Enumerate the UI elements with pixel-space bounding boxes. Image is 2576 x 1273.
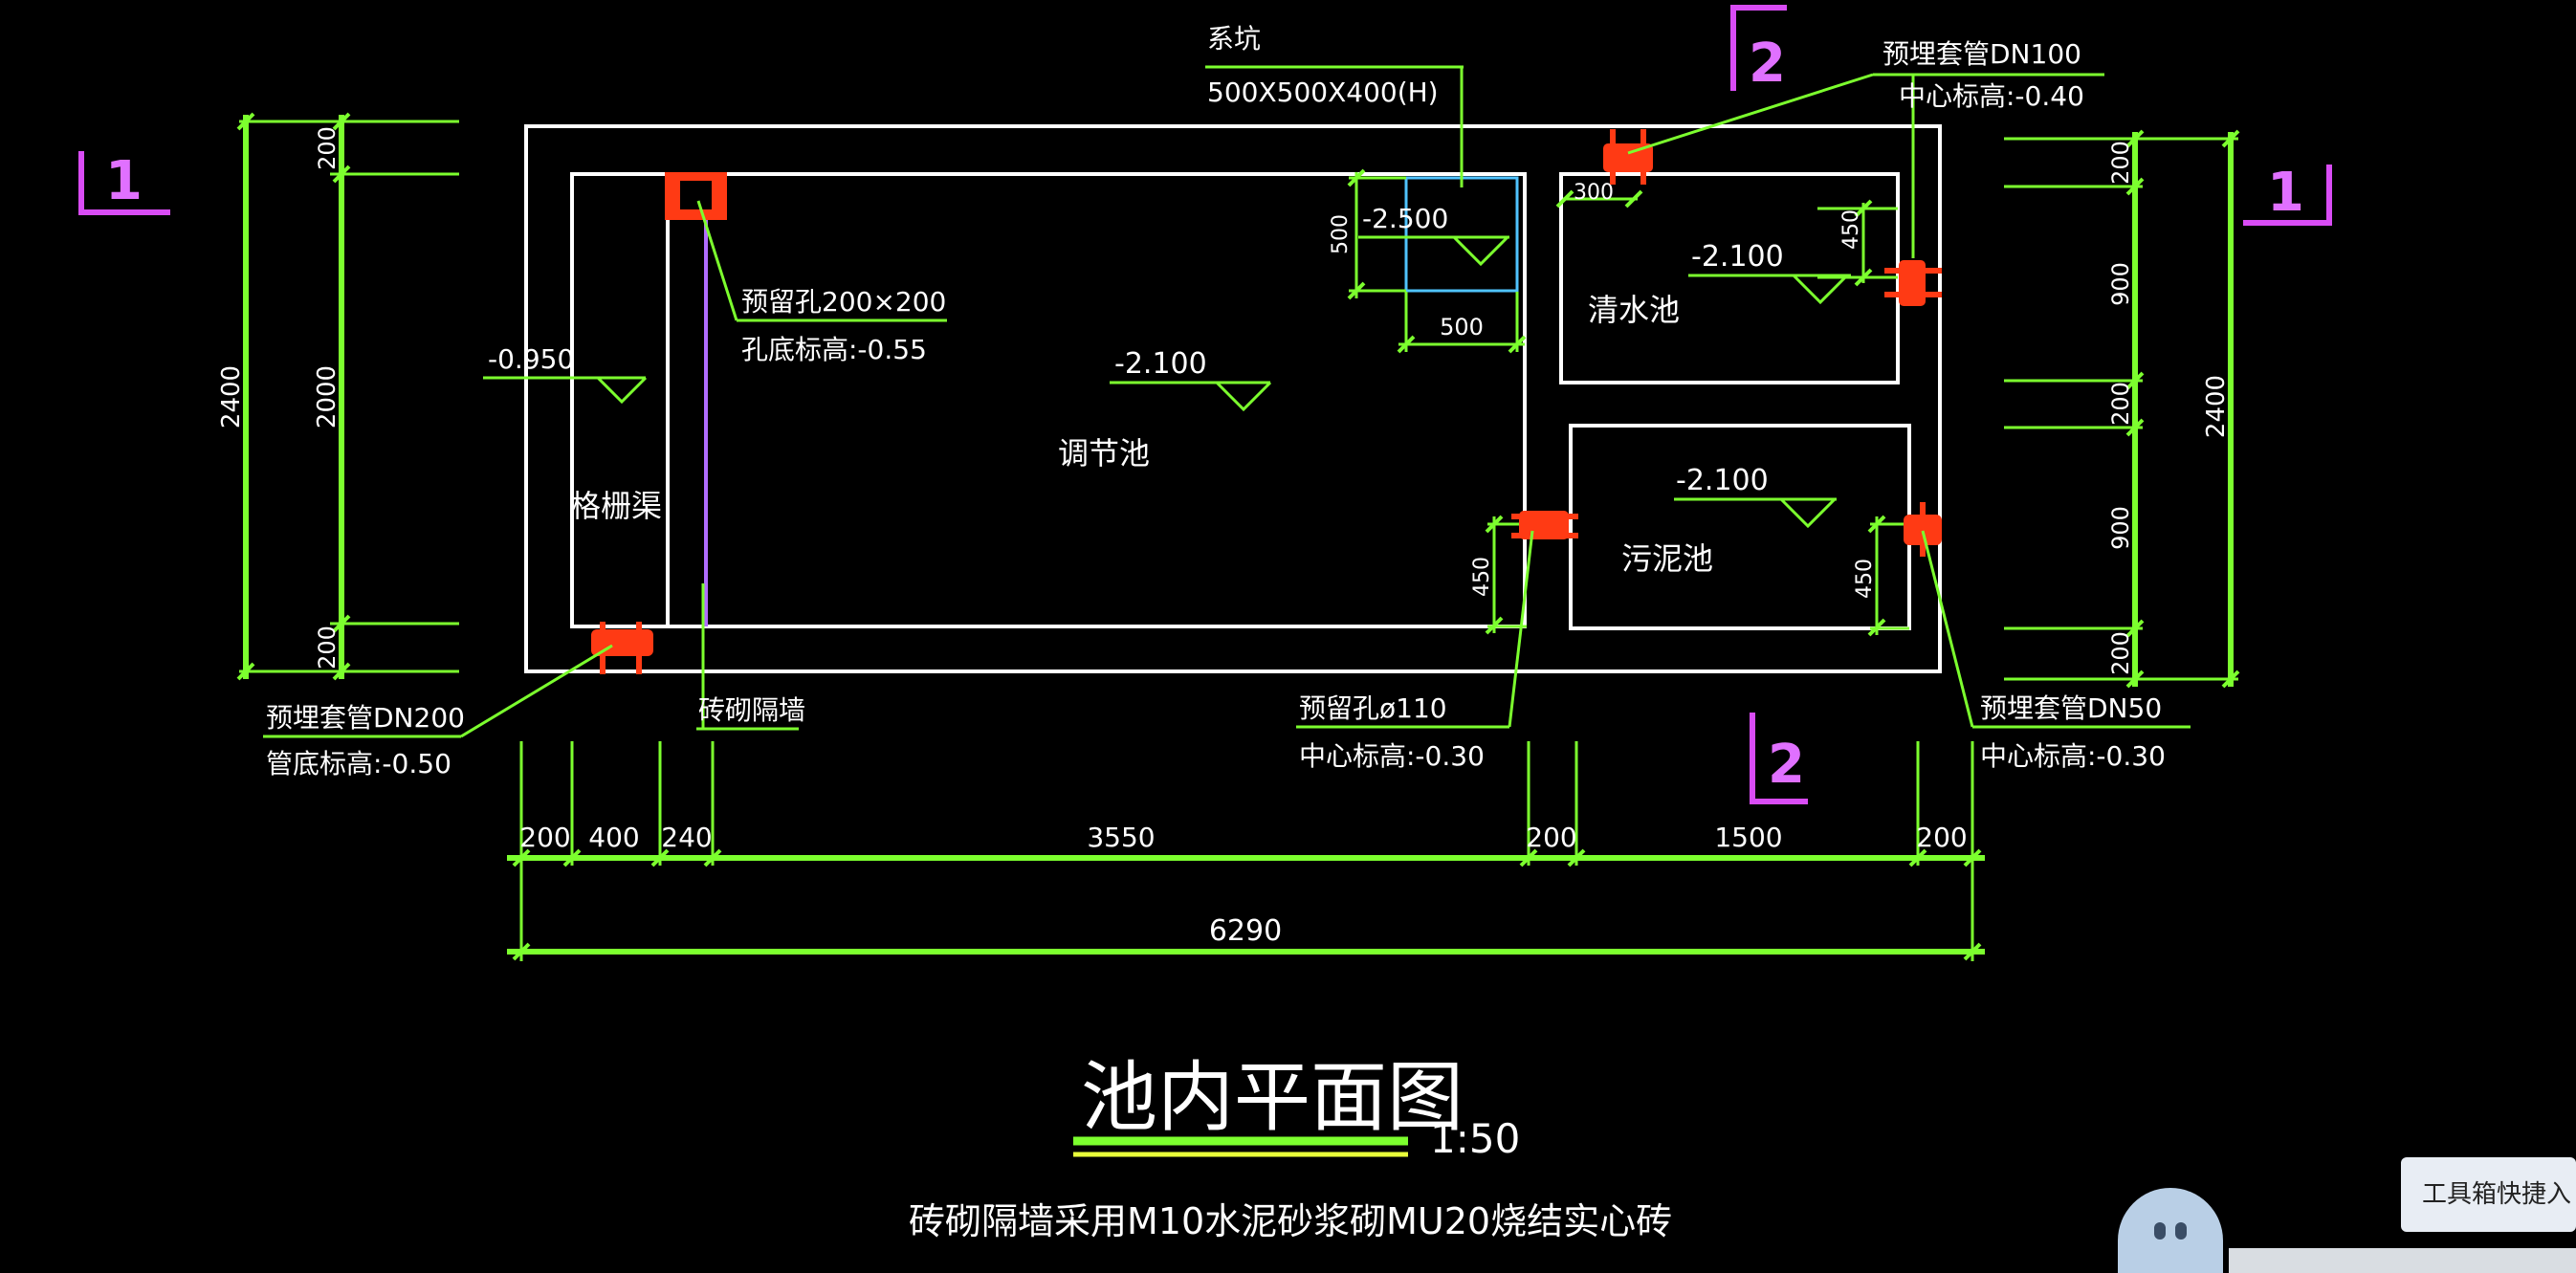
sump-pit [1404, 176, 1519, 293]
avatar-eye-left [2154, 1222, 2166, 1240]
avatar-eye-right [2175, 1222, 2187, 1240]
label-clear-water-tank: 清水池 [1588, 292, 1680, 328]
dim-right-200-c: 200 [2107, 631, 2134, 675]
dim-right-900-b: 900 [2107, 506, 2134, 550]
bottom-dimensions: 200 400 240 3550 200 1500 200 6290 [507, 741, 1985, 961]
elev-regulating: -2.100 [1114, 347, 1207, 381]
annotation-reserved-hole-elev: 孔底标高:-0.55 [741, 334, 927, 365]
dim-left-2400: 2400 [217, 365, 246, 428]
dim-right-200-b: 200 [2107, 382, 2134, 426]
dim-bottom-240: 240 [661, 822, 712, 853]
dim-bottom-200-c: 200 [1916, 822, 1967, 853]
dim-450-sludge: 450 [1853, 559, 1877, 599]
annotation-reserved-hole-title: 预留孔200×200 [741, 286, 946, 318]
dim-bottom-200-b: 200 [1526, 822, 1576, 853]
annotation-dn200-elev: 管底标高:-0.50 [266, 748, 451, 779]
elevation-markers: -0.950 -2.100 -2.500 -2.100 -2.100 [483, 203, 1851, 529]
left-dimensions: 2400 200 2000 200 [217, 112, 459, 681]
dim-right-900-a: 900 [2107, 262, 2134, 306]
annotation-dn100-title: 预埋套管DN100 [1882, 38, 2081, 70]
toolbox-shortcut-tip[interactable]: 工具箱快捷入 [2401, 1157, 2576, 1232]
dim-300: 300 [1574, 181, 1614, 205]
section-mark-1-right: 1 [2267, 162, 2304, 224]
section-mark-2-top: 2 [1749, 33, 1786, 95]
dim-bottom-400: 400 [588, 822, 639, 853]
dim-total-6290: 6290 [1209, 914, 1282, 948]
dim-right-2400: 2400 [2202, 375, 2231, 438]
dim-sump-500-bottom: 500 [1440, 314, 1484, 340]
annotations: 系坑 500X500X400(H) 预留孔200×200 孔底标高:-0.55 … [263, 23, 2191, 779]
drawing-title: 池内平面图 [1081, 1053, 1464, 1142]
label-regulating-tank: 调节池 [1058, 435, 1150, 472]
section-mark-1-left: 1 [105, 150, 143, 212]
elev-sump: -2.500 [1362, 203, 1448, 234]
dim-450-clear: 450 [1839, 209, 1863, 250]
label-sludge-tank: 污泥池 [1621, 540, 1713, 577]
room-labels: 格栅渠 调节池 清水池 污泥池 [570, 292, 1713, 577]
dim-left-2000: 2000 [313, 365, 341, 428]
elev-clear: -2.100 [1691, 240, 1784, 274]
annotation-sump-size: 500X500X400(H) [1207, 77, 1439, 108]
dim-left-200-b: 200 [314, 626, 341, 669]
elev-grille: -0.950 [488, 343, 574, 375]
outer-wall [524, 124, 1942, 673]
section-mark-2-bottom: 2 [1768, 734, 1805, 796]
annotation-dn100-elev: 中心标高:-0.40 [1899, 80, 2084, 112]
annotation-sump-title: 系坑 [1207, 23, 1261, 55]
annotation-hole110-title: 预留孔ø110 [1299, 692, 1447, 724]
dim-sump-500-left: 500 [1329, 214, 1353, 254]
drawing-scale: 1:50 [1430, 1115, 1520, 1162]
regulating-inner-wall [570, 172, 1527, 628]
pipe-sleeves [591, 129, 1942, 674]
annotation-dn200-title: 预埋套管DN200 [266, 702, 465, 734]
right-dimensions: 200 900 200 900 200 2400 [2004, 129, 2240, 689]
annotation-brick-wall: 砖砌隔墙 [698, 694, 805, 726]
section-marks: 1 1 2 2 [78, 5, 2332, 804]
dim-450-wall: 450 [1470, 557, 1494, 597]
dim-bottom-3550: 3550 [1087, 822, 1155, 853]
drawing-note: 砖砌隔墙采用M10水泥砂浆砌MU20烧结实心砖 [909, 1200, 1672, 1242]
taskbar-strip [2229, 1248, 2576, 1273]
label-grille-channel: 格栅渠 [570, 488, 662, 524]
dim-bottom-1500: 1500 [1714, 822, 1782, 853]
annotation-dn50-title: 预埋套管DN50 [1980, 692, 2162, 724]
annotation-dn50-elev: 中心标高:-0.30 [1980, 740, 2166, 772]
local-dimensions: 500 500 300 450 450 450 [1329, 168, 1909, 637]
annotation-hole110-elev: 中心标高:-0.30 [1299, 740, 1485, 772]
title-block: 池内平面图 1:50 砖砌隔墙采用M10水泥砂浆砌MU20烧结实心砖 [909, 1053, 1672, 1242]
dim-right-200-a: 200 [2107, 141, 2134, 185]
dim-left-200-a: 200 [314, 126, 341, 170]
dim-bottom-200-a: 200 [519, 822, 570, 853]
elev-sludge: -2.100 [1676, 464, 1769, 497]
assistant-avatar[interactable] [2118, 1188, 2223, 1273]
